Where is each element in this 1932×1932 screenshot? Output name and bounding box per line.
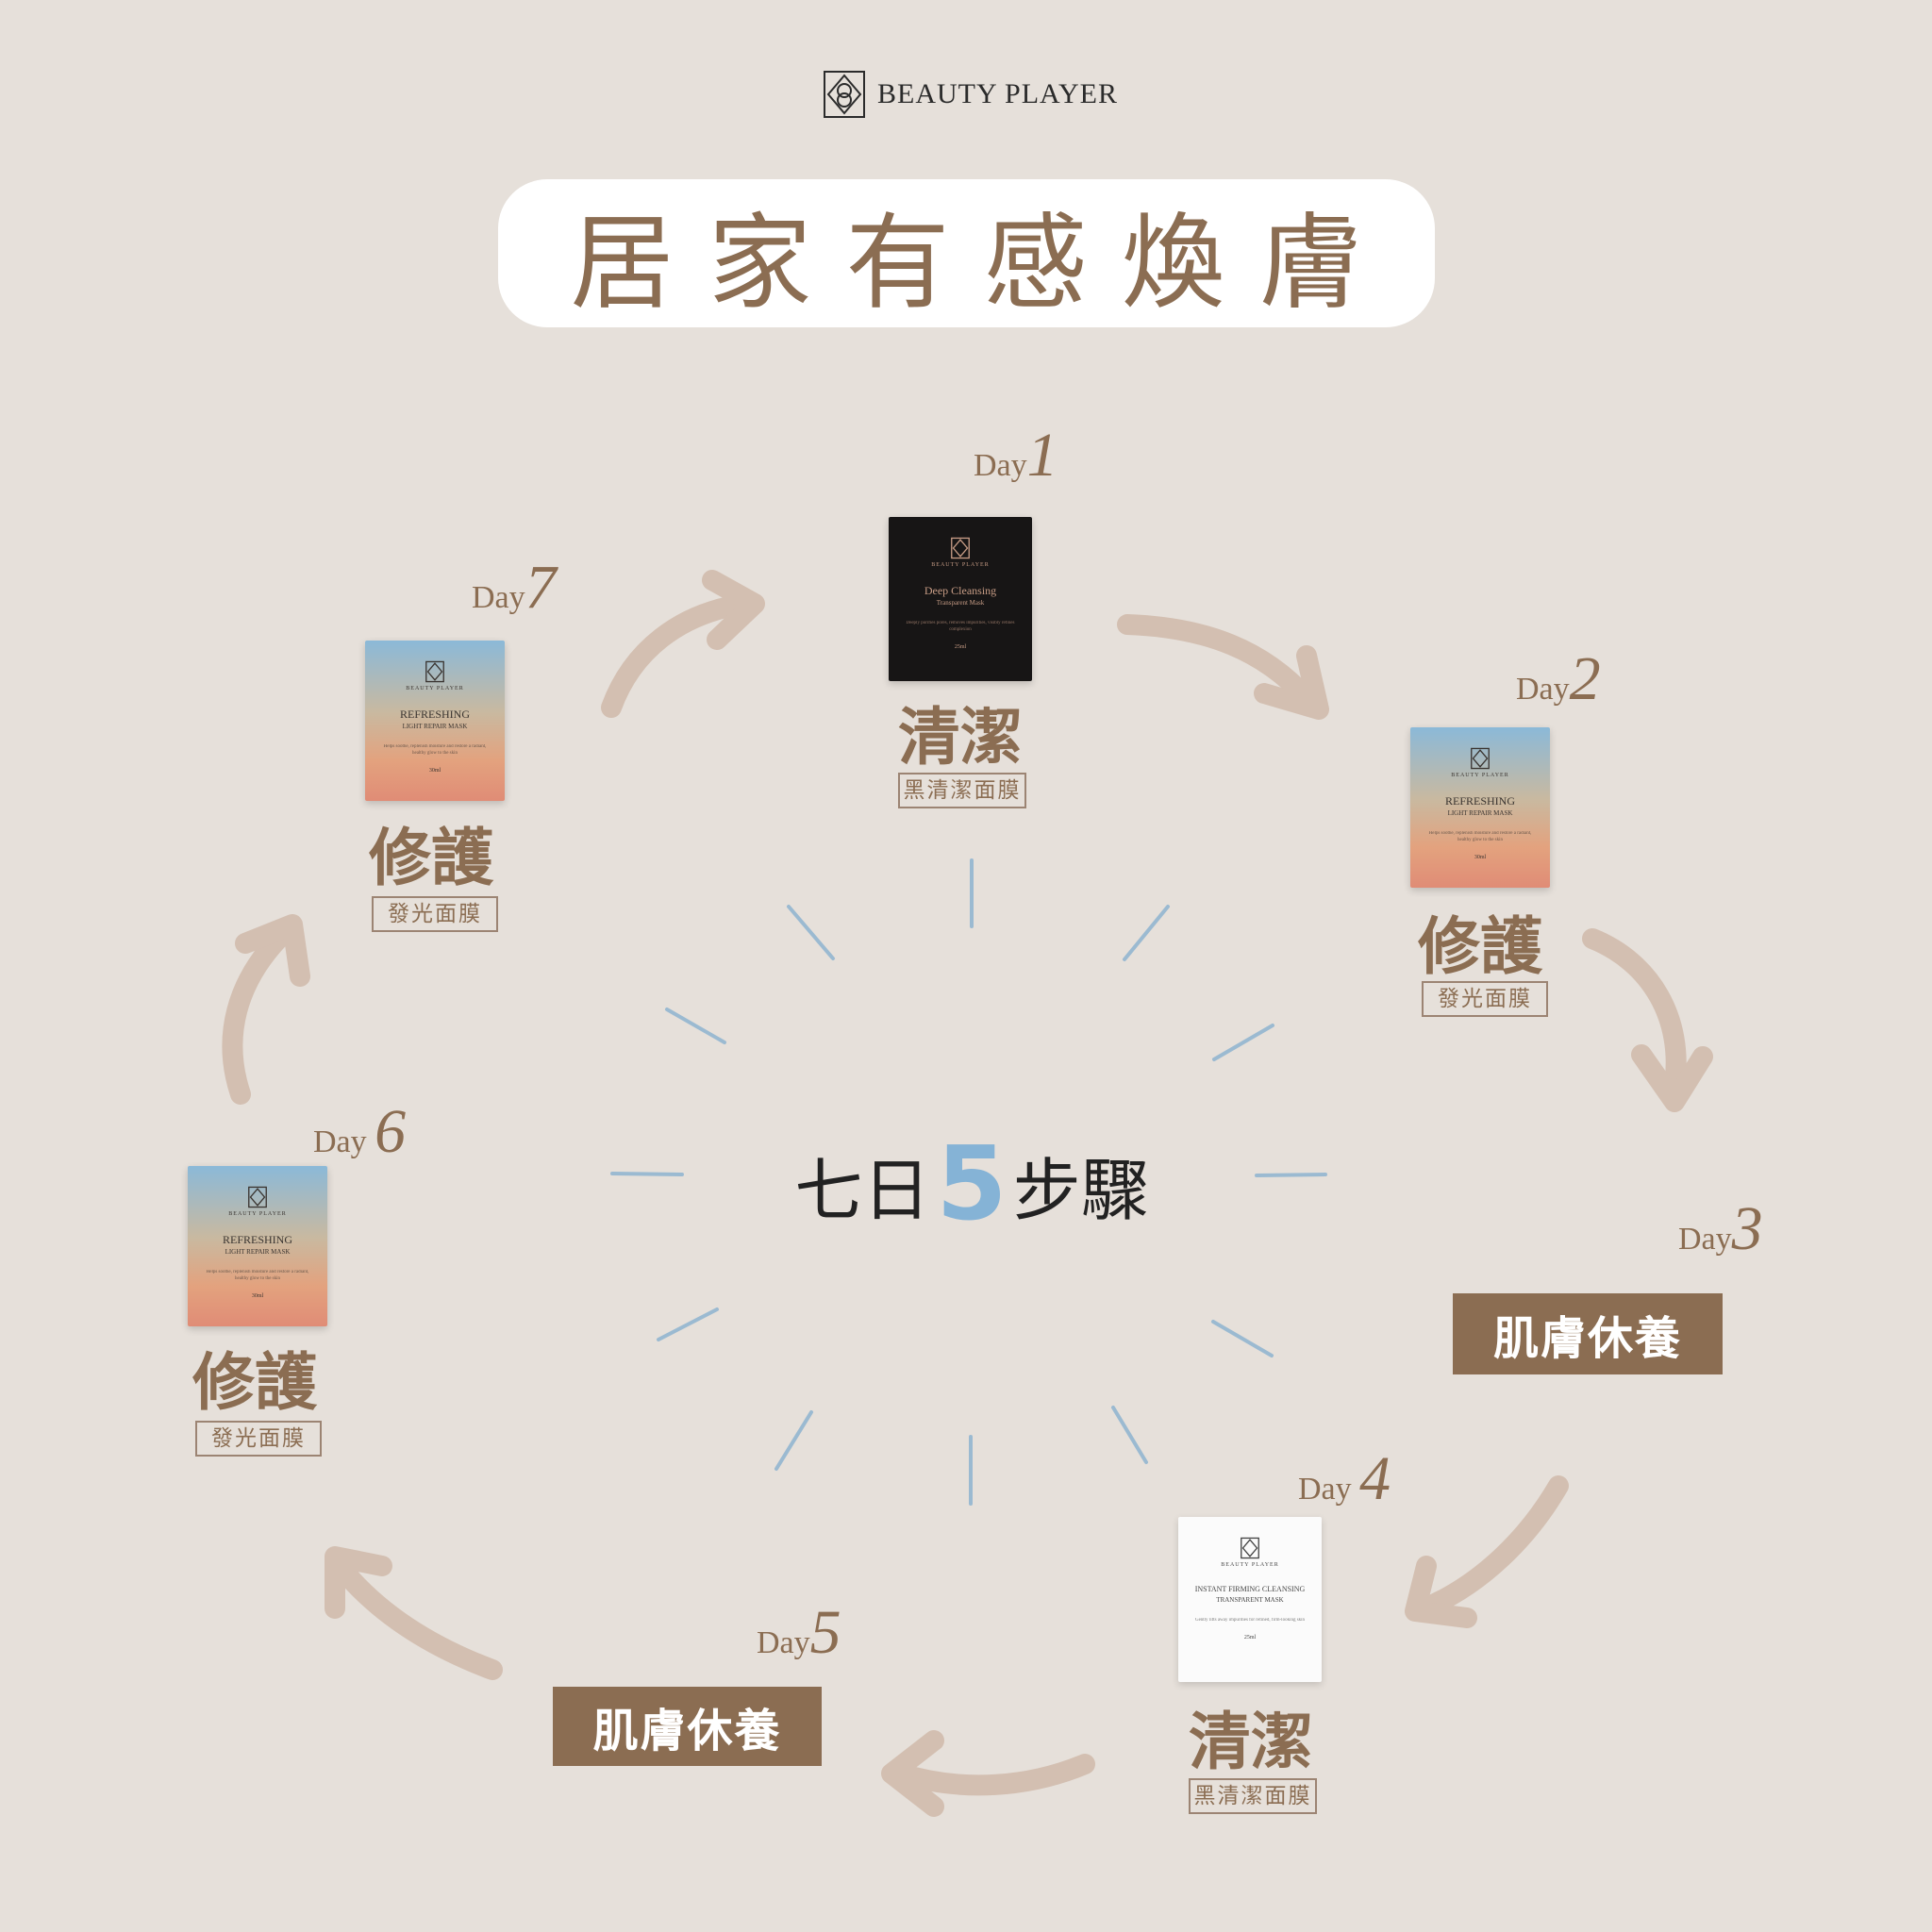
brand-name: BEAUTY PLAYER xyxy=(877,78,1118,109)
beauty-player-logo-icon xyxy=(824,71,865,118)
day-6-label: Day 6 xyxy=(313,1097,407,1166)
arrow-head xyxy=(235,914,310,987)
brand-header: BEAUTY PLAYER xyxy=(821,66,1118,123)
step-day4: 清潔 xyxy=(1189,1706,1313,1778)
day-7-label: Day7 xyxy=(472,553,557,622)
day-2-label: Day2 xyxy=(1516,644,1601,713)
refreshing-mask-package: BEAUTY PLAYER REFRESHING LIGHT REPAIR MA… xyxy=(1410,727,1550,888)
arrow-day5-to-day6 xyxy=(329,1556,503,1680)
step-day2: 修護 xyxy=(1418,910,1542,983)
arrow-day6-to-day7 xyxy=(222,924,293,1105)
package-logo-icon xyxy=(425,660,444,683)
day-5-label: Day5 xyxy=(757,1598,841,1667)
rest-badge-day5: 肌膚休養 xyxy=(553,1687,822,1766)
arrow-head xyxy=(1631,1044,1713,1112)
ray xyxy=(787,905,835,960)
ray xyxy=(774,1410,813,1471)
tag-day4: 黑清潔面膜 xyxy=(1189,1778,1317,1814)
step-day6: 修護 xyxy=(192,1346,317,1419)
ray xyxy=(1212,1024,1274,1061)
refreshing-mask-package: BEAUTY PLAYER REFRESHING LIGHT REPAIR MA… xyxy=(365,641,505,801)
arrow-head xyxy=(325,1546,392,1619)
tag-day6: 發光面膜 xyxy=(195,1421,322,1457)
center-suffix: 步驟 xyxy=(1012,1150,1149,1230)
ray xyxy=(665,1008,726,1044)
arrow-head xyxy=(1254,645,1329,720)
ray xyxy=(1211,1320,1274,1357)
step-day7: 修護 xyxy=(369,822,493,894)
center-number: 5 xyxy=(936,1124,1008,1243)
center-prefix: 七日 xyxy=(794,1150,931,1230)
refreshing-mask-package: BEAUTY PLAYER REFRESHING LIGHT REPAIR MA… xyxy=(188,1166,327,1326)
page-title: 居家有感煥膚 xyxy=(570,202,1397,324)
arrow-head xyxy=(702,570,765,650)
arrow-day2-to-day3 xyxy=(1582,928,1687,1095)
arrow-day4-to-day5 xyxy=(891,1754,1095,1796)
package-logo-icon xyxy=(1241,1537,1259,1559)
deep-cleansing-mask-package: BEAUTY PLAYER Deep Cleansing Transparent… xyxy=(889,517,1032,681)
arrow-day1-to-day2 xyxy=(1117,614,1317,708)
ray xyxy=(1255,1173,1327,1177)
package-logo-icon xyxy=(248,1186,267,1208)
package-logo-icon xyxy=(1471,747,1490,770)
cycle-arrows xyxy=(222,570,1713,1817)
day-1-label: Day1 xyxy=(974,421,1058,490)
center-rays xyxy=(610,858,1327,1506)
step-day1: 清潔 xyxy=(898,701,1023,774)
day-3-label: Day3 xyxy=(1678,1194,1763,1263)
title-banner: 居家有感煥膚 xyxy=(498,179,1435,327)
ray xyxy=(1111,1406,1148,1464)
ray xyxy=(657,1307,719,1341)
arrow-head xyxy=(1405,1556,1477,1628)
rest-badge-day3: 肌膚休養 xyxy=(1453,1293,1723,1374)
tag-day7: 發光面膜 xyxy=(372,896,498,932)
day-4-label: Day 4 xyxy=(1298,1444,1391,1513)
package-logo-icon xyxy=(951,537,970,559)
instant-firming-mask-package: BEAUTY PLAYER INSTANT FIRMING CLEANSING … xyxy=(1178,1517,1322,1682)
arrow-day3-to-day4 xyxy=(1414,1475,1569,1619)
center-caption: 七日 5 步驟 xyxy=(792,1125,1151,1243)
tag-day1: 黑清潔面膜 xyxy=(898,773,1026,808)
tag-day2: 發光面膜 xyxy=(1422,981,1548,1017)
arrow-day7-to-day1 xyxy=(601,593,756,718)
ray xyxy=(1123,905,1170,961)
arrow-head xyxy=(881,1730,944,1817)
